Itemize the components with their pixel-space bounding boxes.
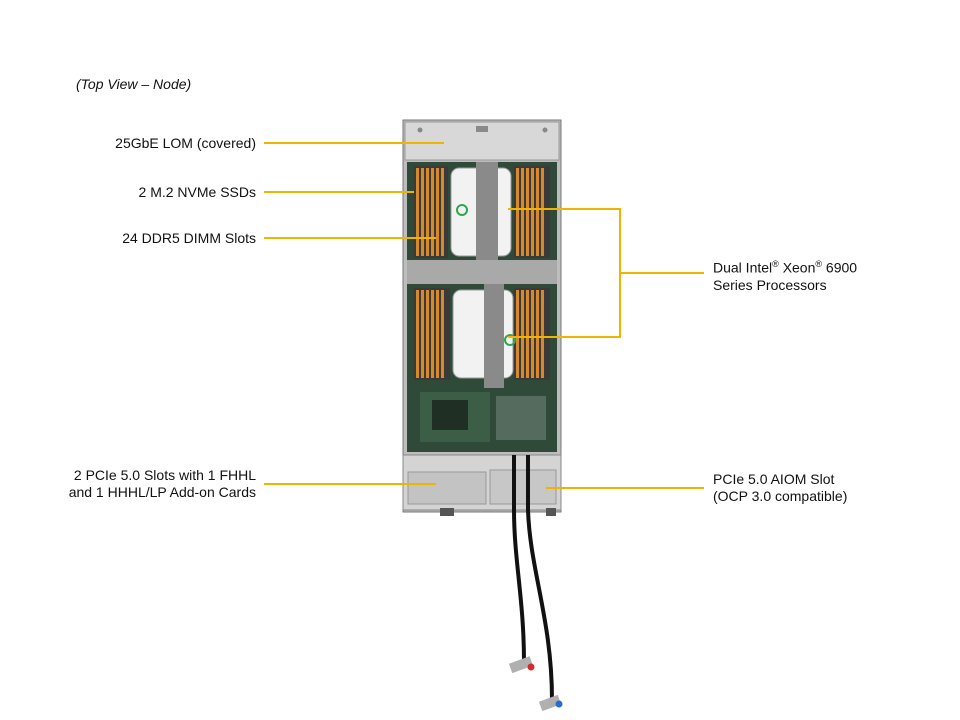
callout-pcie-line2: and 1 HHHL/LP Add-on Cards — [68, 484, 256, 500]
dimm-bank-lower-right — [514, 288, 550, 380]
callout-pcie-line1: 2 PCIe 5.0 Slots with 1 FHHL — [73, 467, 256, 483]
callout-aiom-line1: PCIe 5.0 AIOM Slot — [713, 471, 835, 487]
callout-lom: 25GbE LOM (covered) — [115, 135, 256, 151]
registered-mark: ® — [815, 259, 823, 269]
dimm-bank-lower-left — [414, 288, 450, 380]
callout-pcie: 2 PCIe 5.0 Slots with 1 FHHL and 1 HHHL/… — [69, 467, 256, 501]
callout-m2: 2 M.2 NVMe SSDs — [138, 184, 256, 200]
callout-aiom-line2: (OCP 3.0 compatible) — [713, 488, 848, 504]
server-node-image — [402, 119, 563, 712]
callout-cpu-line1: Dual Intel® Xeon® 6900 — [713, 256, 857, 277]
callout-aiom: PCIe 5.0 AIOM Slot (OCP 3.0 compatible) — [713, 471, 847, 505]
registered-mark: ® — [772, 259, 779, 269]
callout-dimm: 24 DDR5 DIMM Slots — [122, 230, 256, 246]
callout-cpu: Dual Intel® Xeon® 6900 Series Processors — [713, 256, 857, 294]
dimm-bank-upper-left — [414, 166, 448, 258]
dimm-bank-upper-right — [514, 166, 550, 258]
cpu-model: 6900 — [825, 259, 858, 276]
view-title: (Top View – Node) — [76, 76, 192, 92]
callout-cpu-line2: Series Processors — [713, 276, 827, 293]
cpu-family: Xeon — [782, 259, 816, 276]
leader-lines — [264, 142, 704, 489]
cpu-brand: Dual Intel — [713, 259, 773, 276]
